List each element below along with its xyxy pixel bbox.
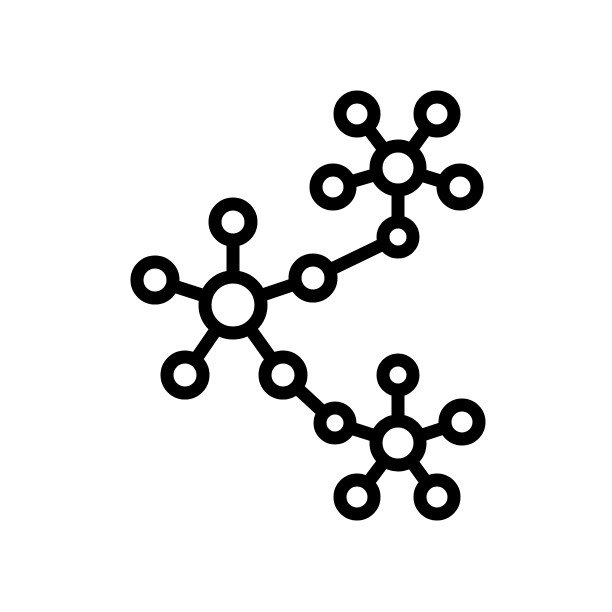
atom-tr-right (436, 163, 484, 211)
atom-link-upper-1 (288, 253, 338, 303)
atom-tr-top-left (333, 90, 381, 138)
atom-link-lower-1 (258, 350, 308, 400)
atom-left-bottom (160, 350, 210, 400)
atom-hub-top-right (369, 139, 427, 197)
atom-link-lower-2 (313, 401, 357, 445)
atom-tr-left (309, 163, 357, 211)
atom-tr-top-right (413, 90, 461, 138)
atom-left-left (130, 255, 180, 305)
atom-br-bottom-left (333, 473, 381, 521)
atom-br-right (438, 398, 486, 446)
atom-left-top (208, 197, 258, 247)
atom-hub-left (198, 270, 268, 340)
atom-link-upper-2 (376, 215, 420, 259)
atom-br-bottom-right (413, 473, 461, 521)
atom-group (130, 90, 486, 521)
atom-br-top (376, 353, 420, 397)
atom-hub-bottom-right (369, 414, 427, 472)
